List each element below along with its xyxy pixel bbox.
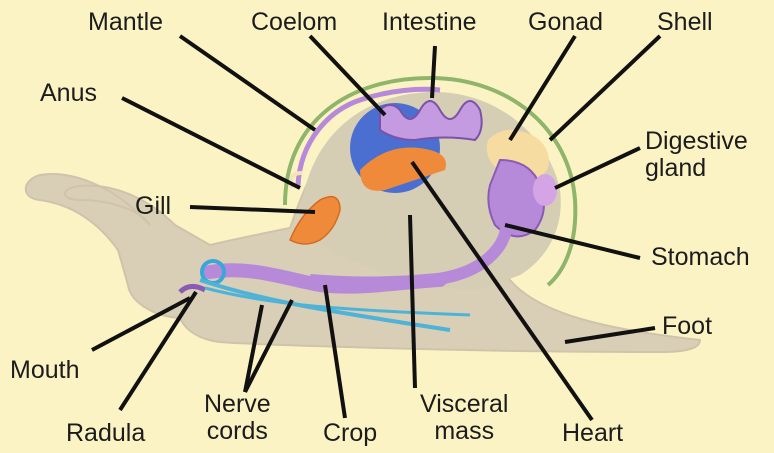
- digestive-gland-lobe: [533, 174, 557, 206]
- label-mouth: Mouth: [10, 357, 79, 384]
- label-visceral-line-2: mass: [420, 418, 508, 445]
- label-digestive-gland: Digestive gland: [645, 128, 748, 182]
- label-coelom: Coelom: [251, 9, 337, 36]
- label-radula: Radula: [66, 420, 145, 447]
- mantle-leader: [180, 36, 315, 130]
- anus-leader: [122, 98, 300, 188]
- label-digestive-line-2: gland: [645, 155, 748, 182]
- label-nerve-cords: Nerve cords: [204, 391, 271, 445]
- intestine-shape: [380, 101, 482, 140]
- gill-leader: [190, 207, 315, 212]
- label-gonad: Gonad: [528, 9, 603, 36]
- label-stomach: Stomach: [651, 244, 750, 271]
- label-shell: Shell: [657, 9, 713, 36]
- label-gill: Gill: [135, 193, 171, 220]
- label-visceral-line-1: Visceral: [420, 391, 508, 418]
- label-foot: Foot: [662, 313, 712, 340]
- label-crop: Crop: [323, 420, 377, 447]
- label-heart: Heart: [562, 420, 623, 447]
- label-visceral-mass: Visceral mass: [420, 391, 508, 445]
- label-anus: Anus: [40, 80, 97, 107]
- label-nerve-line-2: cords: [204, 418, 271, 445]
- label-digestive-line-1: Digestive: [645, 128, 748, 155]
- label-intestine: Intestine: [382, 9, 477, 36]
- label-nerve-line-1: Nerve: [204, 391, 271, 418]
- label-mantle: Mantle: [88, 9, 163, 36]
